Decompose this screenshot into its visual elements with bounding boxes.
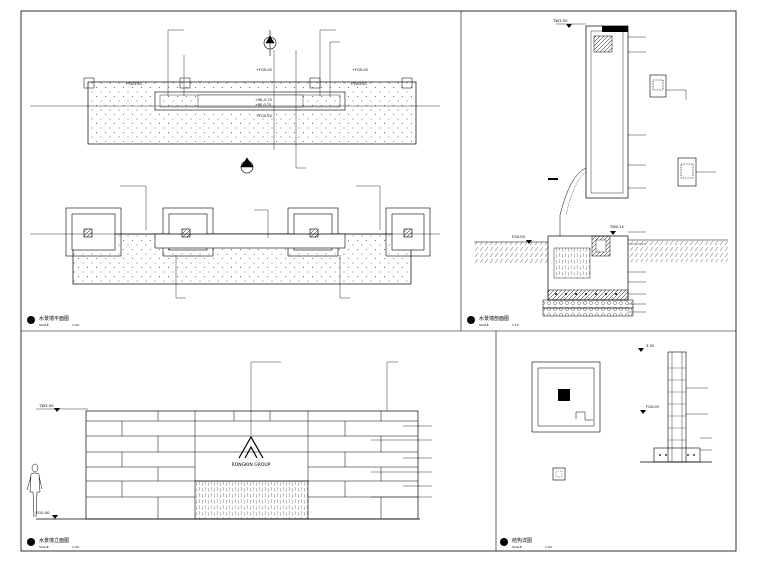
section-scale: 1:10 bbox=[512, 323, 519, 327]
plan-title-bullet bbox=[27, 316, 35, 324]
elevation-title-bullet bbox=[27, 538, 35, 546]
elevation-label-tw: TW3.50 bbox=[38, 403, 54, 408]
detail-view: 3.35 FG0.00 结构详图 SCALE 1:20 bbox=[500, 344, 712, 549]
plan-slab-upper bbox=[87, 81, 417, 145]
plan-label-wl-2: +BE-0.75 bbox=[255, 103, 271, 107]
plan-scale-label: SCALE bbox=[39, 323, 49, 327]
detail-column bbox=[640, 351, 712, 463]
elevation-scale-label: SCALE bbox=[39, 545, 49, 549]
detail-title: 结构详图 bbox=[512, 537, 532, 544]
plan-view: +TW3.50 +FG0.00 +FG0.00 +TW3.50 +WL-0.70… bbox=[27, 29, 440, 327]
detail-label-fg: FG0.00 bbox=[646, 405, 660, 409]
human-scale-figure-icon bbox=[26, 463, 43, 518]
plan-label-fg-right: +FG0.00 bbox=[352, 68, 369, 72]
elevation-water-curtain bbox=[194, 480, 309, 520]
detail-label-top: 3.35 bbox=[646, 344, 654, 348]
detail-scale-label: SCALE bbox=[512, 545, 522, 549]
section-label-fg: FG0.00 bbox=[512, 235, 526, 239]
logo-mark-icon bbox=[238, 435, 264, 459]
plan-label-tw-right: +TW3.50 bbox=[350, 82, 367, 86]
detail-scale: 1:20 bbox=[545, 545, 552, 549]
section-label-tw-top: TW3.50 bbox=[552, 18, 568, 23]
section-wall bbox=[585, 25, 629, 199]
plan-label-wl-1: +WL-0.70 bbox=[255, 98, 272, 102]
plan-label-fg-bottom: +FG0.00 bbox=[256, 114, 273, 118]
section-ground bbox=[474, 242, 554, 264]
elevation-view: TW3.50 bbox=[26, 361, 432, 549]
plan-scale: 1:30 bbox=[72, 323, 79, 327]
section-title: 水景墙剖面图 bbox=[479, 315, 509, 322]
elevation-scale: 1:30 bbox=[72, 545, 79, 549]
section-label-tw-mid: TW0.15 bbox=[609, 225, 624, 229]
detail-title-bullet bbox=[500, 538, 508, 546]
sheet-frame bbox=[20, 10, 737, 552]
north-arrow-icon bbox=[263, 30, 277, 56]
section-view: TW3.50 bbox=[467, 18, 728, 327]
section-marker-icon bbox=[240, 157, 254, 174]
elevation-title: 水景墙立面图 bbox=[39, 537, 69, 544]
section-scale-label: SCALE bbox=[479, 323, 489, 327]
elevation-logo-text: RONGKIN GROUP bbox=[232, 462, 271, 468]
plan-label-tw-left: +TW3.50 bbox=[125, 82, 142, 86]
plan-label-fg-center: +FG0.00 bbox=[256, 68, 273, 72]
plan-title: 水景墙平面图 bbox=[39, 315, 69, 322]
section-title-bullet bbox=[467, 316, 475, 324]
elevation-label-fg: FG0.00 bbox=[36, 510, 50, 515]
